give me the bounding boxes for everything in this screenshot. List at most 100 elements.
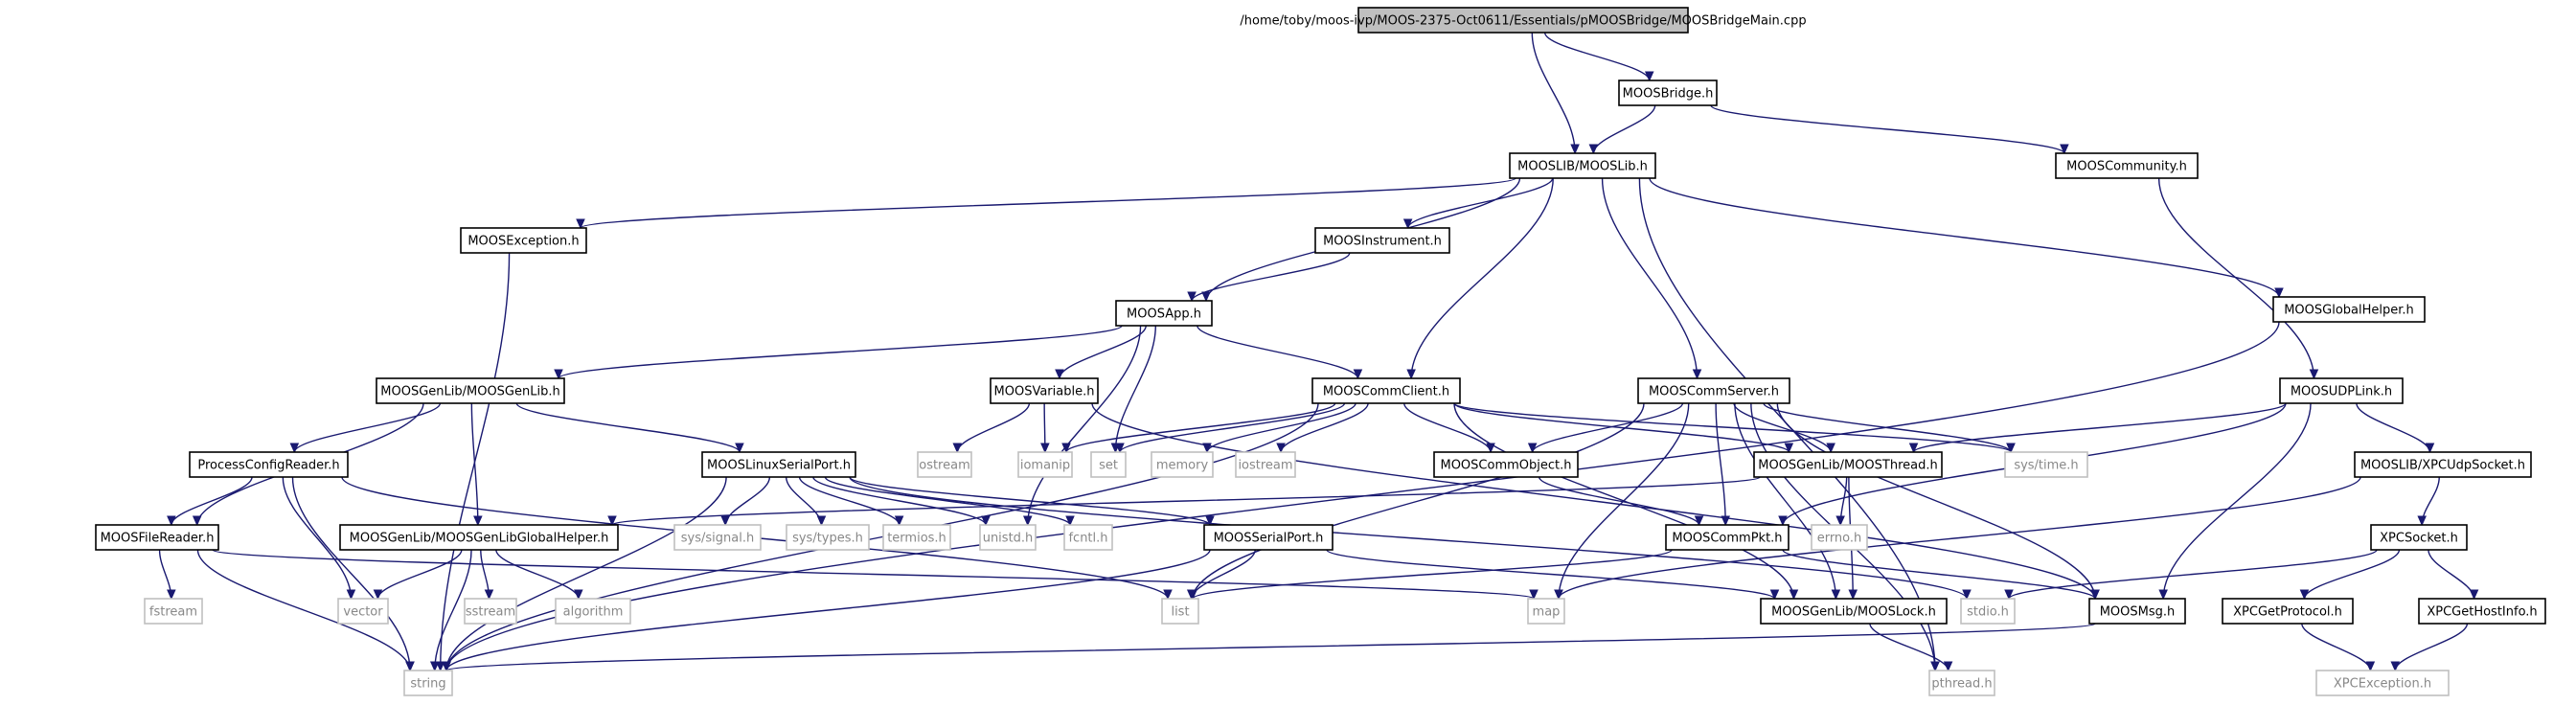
node-label: XPCException.h [2334, 677, 2431, 692]
node-box [2055, 152, 2199, 179]
edge-line [470, 402, 479, 526]
node-label: string [410, 677, 445, 692]
node-label: ostream [919, 459, 970, 473]
node-label: MOOSCommServer.h [1649, 385, 1779, 399]
arrowhead [2390, 661, 2401, 672]
edge-commclient-to-thread [1453, 402, 1794, 454]
node-pcr[interactable]: ProcessConfigReader.h [189, 451, 349, 478]
node-app[interactable]: MOOSApp.h [1115, 300, 1213, 327]
edge-linuxserial-to-stdio [849, 476, 1972, 601]
edge-thread-to-errno [1835, 476, 1848, 527]
edge-lib-to-exception [576, 177, 1516, 230]
node-lib[interactable]: MOOSLIB/MOOSLib.h [1509, 152, 1656, 179]
edge-thread-to-genlibglobal [607, 476, 1761, 527]
edge-line [812, 476, 987, 526]
node-label: MOOSGenLib/MOOSGenLib.h [380, 385, 559, 399]
edge-xpchost-to-xpcexception [2390, 623, 2469, 672]
edge-line [515, 402, 741, 453]
edge-genlibglobal-to-vector [373, 549, 463, 601]
node-commobject[interactable]: MOOSCommObject.h [1433, 451, 1579, 478]
arrowhead [1202, 443, 1212, 454]
node-box [1311, 377, 1461, 404]
edge-line [1119, 402, 1346, 453]
node-variable[interactable]: MOOSVariable.h [990, 377, 1099, 404]
node-serialport[interactable]: MOOSSerialPort.h [1203, 524, 1334, 551]
edge-commserver-to-lock [1734, 402, 1841, 601]
node-box [1115, 300, 1213, 327]
edge-commserver-to-thread [1733, 402, 1835, 454]
edge-line [1403, 402, 1492, 453]
node-genlib[interactable]: MOOSGenLib/MOOSGenLib.h [376, 377, 565, 404]
arrowhead [1908, 443, 1919, 454]
edge-line [1410, 177, 1554, 379]
edge-app-to-genlib [554, 325, 1123, 380]
node-xpcsocket[interactable]: XPCSocket.h [2370, 524, 2468, 551]
edge-line [611, 476, 1761, 526]
node-box [376, 377, 565, 404]
node-commserver[interactable]: MOOSCommServer.h [1637, 377, 1790, 404]
arrowhead [554, 369, 563, 380]
node-linuxserial[interactable]: MOOSLinuxSerialPort.h [701, 451, 856, 478]
node-label: XPCSocket.h [2380, 532, 2458, 546]
edge-main-to-bridge [1543, 32, 1654, 82]
node-lock[interactable]: MOOSGenLib/MOOSLock.h [1760, 598, 1948, 625]
node-msg[interactable]: MOOSMsg.h [2088, 598, 2186, 625]
node-box [1090, 451, 1127, 478]
arrowhead [1201, 291, 1211, 303]
node-box [1357, 7, 1689, 34]
node-label: XPCGetHostInfo.h [2427, 605, 2537, 620]
edge-commpkt-to-msg [1782, 549, 2100, 601]
node-udplink[interactable]: MOOSUDPLink.h [2279, 377, 2404, 404]
arrowhead [1115, 443, 1125, 454]
node-globalhelper[interactable]: MOOSGlobalHelper.h [2272, 296, 2426, 323]
edge-line [434, 549, 472, 671]
node-label: unistd.h [983, 532, 1034, 546]
node-box [337, 598, 389, 625]
node-bridge[interactable]: MOOSBridge.h [1618, 80, 1718, 106]
node-exception[interactable]: MOOSException.h [460, 227, 587, 254]
arrowhead [1831, 589, 1841, 601]
edge-line [1715, 402, 1726, 526]
edge-filereader-to-fstream [158, 549, 176, 601]
edge-variable-to-ostream [952, 402, 1031, 454]
node-instrument[interactable]: MOOSInstrument.h [1314, 227, 1450, 254]
node-label: MOOSGlobalHelper.h [2284, 304, 2414, 318]
edge-linuxserial-to-systypes [785, 476, 827, 527]
node-main[interactable]: /home/toby/moos-ivp/MOOS-2375-Oct0611/Es… [1240, 7, 1807, 34]
node-pthread: pthread.h [1928, 670, 1995, 696]
node-thread[interactable]: MOOSGenLib/MOOSThread.h [1753, 451, 1943, 478]
edge-genlibglobal-to-string [429, 549, 472, 672]
node-label: MOOSFileReader.h [101, 532, 215, 546]
arrowhead [2469, 589, 2479, 601]
node-xpcudp[interactable]: MOOSLIB/XPCUdpSocket.h [2354, 451, 2532, 478]
node-label: stdio.h [1967, 605, 2009, 620]
arrowhead [346, 589, 356, 601]
edge-line [1776, 402, 2096, 600]
edge-line [824, 476, 1071, 526]
node-box [1017, 451, 1073, 478]
node-genlibglobal[interactable]: MOOSGenLib/MOOSGenLibGlobalHelper.h [339, 524, 619, 551]
node-community[interactable]: MOOSCommunity.h [2055, 152, 2199, 179]
arrowhead [1930, 661, 1940, 672]
edge-pcr-to-string [291, 476, 415, 672]
node-xpcexception: XPCException.h [2315, 670, 2450, 696]
node-xpcproto[interactable]: XPCGetProtocol.h [2222, 598, 2354, 625]
node-commpkt[interactable]: MOOSCommPkt.h [1665, 524, 1790, 551]
node-box [460, 227, 587, 254]
arrowhead [1529, 589, 1539, 601]
node-xpchost[interactable]: XPCGetHostInfo.h [2418, 598, 2546, 625]
node-box [1760, 598, 1948, 625]
node-box [2272, 296, 2426, 323]
node-label: MOOSGenLib/MOOSThread.h [1758, 459, 1938, 473]
edge-line [1601, 177, 1698, 379]
arrowhead [2425, 443, 2435, 454]
edge-serialport-to-lock [1326, 549, 1780, 601]
edge-commserver-to-commobject [1527, 402, 1684, 454]
arrowhead [1040, 443, 1050, 454]
edge-line [1558, 476, 2361, 600]
node-label: pthread.h [1931, 677, 1992, 692]
node-filereader[interactable]: MOOSFileReader.h [95, 524, 219, 551]
arrowhead [1826, 443, 1835, 454]
node-commclient[interactable]: MOOSCommClient.h [1311, 377, 1461, 404]
